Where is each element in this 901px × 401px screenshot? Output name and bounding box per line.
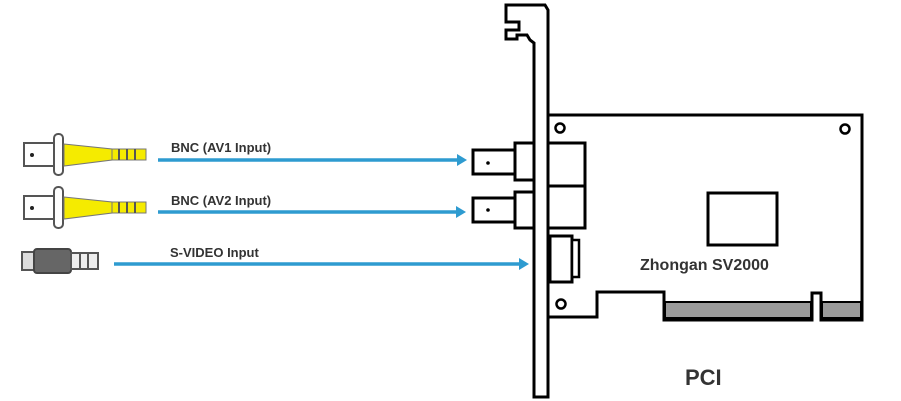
arrow-av2 — [158, 206, 466, 218]
arrow-av1 — [158, 154, 467, 166]
bnc-plug-av2 — [23, 186, 147, 229]
mounting-hole — [554, 122, 566, 134]
arrow-svideo — [114, 258, 529, 270]
bnc-port-2 — [471, 196, 517, 224]
bnc-jack-block-2 — [546, 184, 587, 230]
label-av2-input: BNC (AV2 Input) — [171, 193, 271, 208]
bnc-port-1-collar — [513, 141, 536, 182]
bnc-plug-av1 — [23, 133, 147, 176]
bnc-port-2-collar — [513, 190, 536, 230]
bus-type-label: PCI — [685, 365, 722, 390]
label-av1-input: BNC (AV1 Input) — [171, 140, 271, 155]
chip — [706, 191, 779, 247]
bnc-port-1 — [471, 148, 517, 176]
card-board — [546, 113, 864, 322]
bnc-jack-block-1 — [546, 141, 587, 188]
mounting-hole — [839, 123, 851, 135]
bnc-port-2-pin — [486, 208, 490, 212]
pci-contacts-main — [664, 301, 812, 319]
mounting-hole — [555, 298, 567, 310]
svideo-jack-block — [548, 234, 574, 284]
label-svideo-input: S-VIDEO Input — [170, 245, 260, 260]
pci-contacts-small — [821, 301, 862, 319]
svideo-plug — [21, 248, 99, 274]
card-model-label: Zhongan SV2000 — [640, 257, 769, 274]
bnc-port-1-pin — [486, 161, 490, 165]
svideo-jack-lip — [570, 238, 581, 279]
